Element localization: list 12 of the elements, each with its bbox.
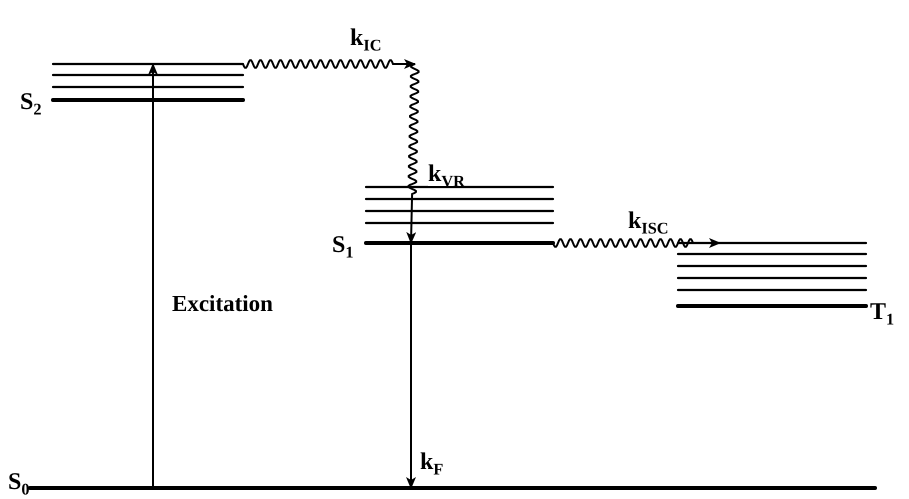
state-label: S$_{1}$ [332,233,354,257]
edge-label: k$_{IC}$ [350,26,382,50]
edge-label: k$_{F}$ [420,450,444,474]
state-label: S$_{0}$ [8,470,30,494]
wavy-arrow [552,238,721,248]
wavy-arrow [406,63,420,244]
state-label: T$_{1}$ [870,300,894,324]
arrow [148,63,158,488]
edge-label: k$_{ISC}$ [628,209,669,233]
arrow [406,243,416,489]
wavy-arrow [242,59,416,69]
state-label: S$_{2}$ [20,90,42,114]
